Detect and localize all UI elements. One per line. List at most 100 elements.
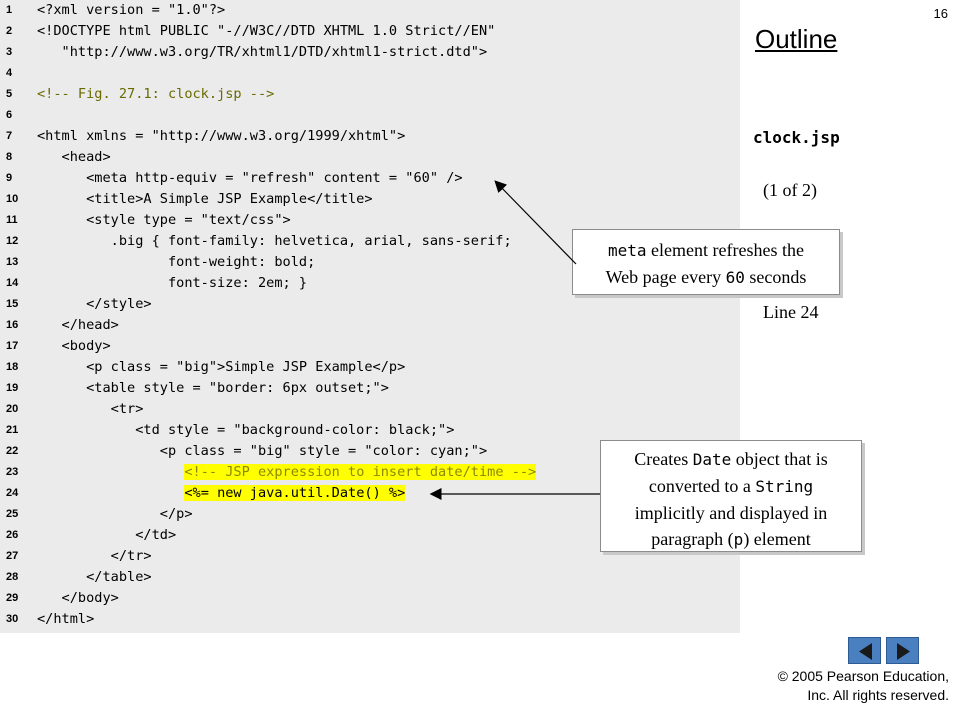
copyright-line-1: © 2005 Pearson Education,: [777, 668, 949, 684]
callout-date-mono-date: Date: [692, 450, 732, 469]
line-number: 10: [6, 193, 19, 205]
line-number: 13: [6, 256, 19, 268]
code-line: 30</html>: [0, 609, 740, 630]
line-number: 3: [6, 46, 13, 58]
code-line: 5 <!-- Fig. 27.1: clock.jsp -->: [0, 84, 740, 105]
code-text: </p>: [37, 506, 193, 522]
code-text: font-size: 2em; }: [37, 275, 308, 291]
code-text: <style type = "text/css">: [37, 212, 291, 228]
line-number: 6: [6, 109, 13, 121]
code-line: 11 <style type = "text/css">: [0, 210, 740, 231]
code-text: </head>: [37, 317, 119, 333]
code-text: </body>: [37, 590, 119, 606]
callout-date-text-1b: object that is: [731, 449, 828, 469]
line-number: 1: [6, 4, 13, 16]
code-line: 10 <title>A Simple JSP Example</title>: [0, 189, 740, 210]
code-text: <meta http-equiv = "refresh" content = "…: [37, 170, 463, 186]
highlighted-code: <!-- JSP expression to insert date/time …: [184, 464, 537, 480]
callout-date-line-3: implicitly and displayed in: [634, 503, 828, 523]
callout-meta-line-1: meta element refreshes the: [573, 237, 839, 264]
outline-title[interactable]: Outline: [755, 24, 838, 54]
line-number: 23: [6, 466, 19, 478]
line-number: 5: [6, 88, 13, 100]
copyright-notice: © 2005 Pearson Education, Inc. All right…: [749, 667, 949, 705]
callout-meta-refresh: meta element refreshes the Web page ever…: [572, 229, 840, 295]
callout-meta-line-2: Web page every 60 seconds: [573, 264, 839, 291]
file-name: clock.jsp: [753, 128, 840, 147]
callout-date-object: Creates Date object that is converted to…: [600, 440, 862, 552]
code-line: 8 <head>: [0, 147, 740, 168]
line-number: 17: [6, 340, 19, 352]
code-line: 23 <!-- JSP expression to insert date/ti…: [0, 462, 740, 483]
line-number: 28: [6, 571, 19, 583]
callout-meta-text-3: seconds: [744, 267, 807, 287]
code-line: 7 <html xmlns = "http://www.w3.org/1999/x…: [0, 126, 740, 147]
callout-date-line-4: paragraph (p) element: [601, 526, 861, 553]
code-line: 9 <meta http-equiv = "refresh" content =…: [0, 168, 740, 189]
code-line: 27 </tr>: [0, 546, 740, 567]
code-line: 22 <p class = "big" style = "color: cyan…: [0, 441, 740, 462]
code-text: .big { font-family: helvetica, arial, sa…: [37, 233, 512, 249]
callout-meta-mono-word: meta: [608, 241, 647, 260]
line-number: 4: [6, 67, 13, 79]
highlighted-code: <%= new java.util.Date() %>: [184, 485, 406, 501]
line-number: 16: [6, 319, 19, 331]
line-number: 8: [6, 151, 13, 163]
prev-slide-button[interactable]: [848, 637, 881, 664]
callout-date-mono-p: p: [733, 530, 744, 549]
line-number: 7: [6, 130, 13, 142]
code-text: <?xml version = "1.0"?>: [37, 2, 226, 18]
code-line: 25 </p>: [0, 504, 740, 525]
line-number: 29: [6, 592, 19, 604]
callout-meta-mono-num: 60: [725, 268, 745, 287]
code-text: <head>: [37, 149, 111, 165]
line-number: 27: [6, 550, 19, 562]
line-number: 25: [6, 508, 19, 520]
copyright-line-2: Inc. All rights reserved.: [807, 687, 949, 703]
callout-date-text-4a: paragraph (: [651, 529, 734, 549]
line-number: 24: [6, 487, 19, 499]
code-text: <!-- JSP expression to insert date/time …: [37, 462, 537, 483]
line-number: 22: [6, 445, 19, 457]
code-line: 16 </head>: [0, 315, 740, 336]
code-text: <tr>: [37, 401, 144, 417]
code-line: 19 <table style = "border: 6px outset;">: [0, 378, 740, 399]
code-listing: 1 <?xml version = "1.0"?> 2<!DOCTYPE html …: [0, 0, 740, 633]
line-number: 11: [6, 214, 18, 226]
code-line: 2<!DOCTYPE html PUBLIC "-//W3C//DTD XHTM…: [0, 21, 740, 42]
line-number: 19: [6, 382, 19, 394]
code-text: <body>: [37, 338, 111, 354]
line-number: 21: [6, 424, 19, 436]
code-line: 6: [0, 105, 740, 126]
code-line: 28 </table>: [0, 567, 740, 588]
code-text: </style>: [37, 296, 152, 312]
code-text: <!-- Fig. 27.1: clock.jsp -->: [37, 86, 275, 102]
code-line: 13 font-weight: bold;: [0, 252, 740, 273]
code-text: <html xmlns = "http://www.w3.org/1999/xh…: [37, 128, 406, 144]
code-text: <table style = "border: 6px outset;">: [37, 380, 389, 396]
code-line: 15 </style>: [0, 294, 740, 315]
callout-date-line-1: Creates Date object that is: [601, 446, 861, 473]
code-line: 1 <?xml version = "1.0"?>: [0, 0, 740, 21]
code-text: <p class = "big" style = "color: cyan;">: [37, 443, 488, 459]
code-line: 3 "http://www.w3.org/TR/xhtml1/DTD/xhtml…: [0, 42, 740, 63]
code-text: <td style = "background-color: black;">: [37, 422, 455, 438]
code-text: "http://www.w3.org/TR/xhtml1/DTD/xhtml1-…: [37, 44, 488, 60]
line-number: 12: [6, 235, 19, 247]
code-text: <%= new java.util.Date() %>: [37, 483, 406, 504]
code-text: </table>: [37, 569, 152, 585]
code-line: 14 font-size: 2em; }: [0, 273, 740, 294]
line-number: 30: [6, 613, 19, 625]
line-number: 26: [6, 529, 19, 541]
slide-number: 16: [933, 6, 948, 21]
triangle-right-icon: [897, 643, 910, 660]
callout-meta-text-1: element refreshes the: [646, 240, 804, 260]
next-slide-button[interactable]: [886, 637, 919, 664]
code-text: </td>: [37, 527, 177, 543]
line-number: 2: [6, 25, 13, 37]
code-text: <title>A Simple JSP Example</title>: [37, 191, 373, 207]
callout-date-text-1a: Creates: [634, 449, 693, 469]
code-text: </tr>: [37, 548, 152, 564]
code-text: <p class = "big">Simple JSP Example</p>: [37, 359, 406, 375]
code-line: 21 <td style = "background-color: black;…: [0, 420, 740, 441]
